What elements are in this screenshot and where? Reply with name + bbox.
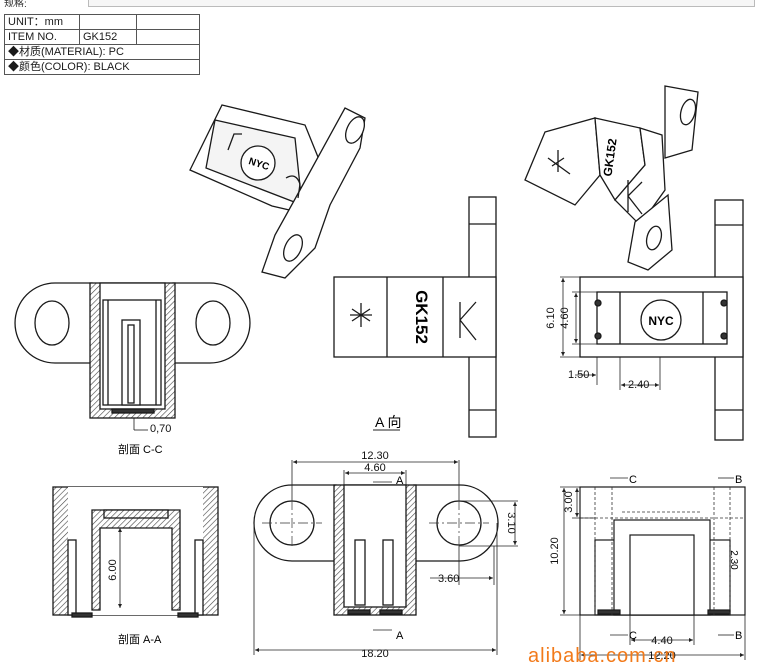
iso-left-hole-bottom	[282, 234, 304, 262]
va-k-letter	[459, 301, 477, 341]
marker-c-bottom: C	[629, 630, 637, 642]
marker-b-top: B	[735, 474, 742, 486]
aa-inner-wall	[91, 509, 181, 611]
iso-view-left	[189, 104, 366, 279]
label-view-a: A 向	[375, 414, 401, 430]
dim-310: 3.10	[505, 512, 517, 533]
aa-open-top	[68, 487, 203, 615]
iso-left-logo-circle	[240, 145, 276, 181]
watermark: alibaba.com.cn	[528, 645, 677, 667]
marker-a-bottom: A	[396, 630, 404, 642]
pv-logo-circle	[640, 299, 682, 341]
iso-left-lead	[227, 133, 242, 151]
color-cell: ◆颜色(COLOR): BLACK	[4, 59, 200, 75]
marker-b-bottom: B	[735, 630, 742, 642]
dim-300: 3.00	[563, 491, 575, 512]
va-diode-symbol	[350, 303, 372, 327]
iso-right-hole-bottom	[645, 225, 663, 251]
aa-top-bar	[103, 509, 169, 519]
iso-left-flange	[261, 107, 366, 279]
top-bar	[88, 0, 755, 7]
dim-600: 6.00	[107, 559, 119, 580]
iso-left-hole-top	[344, 116, 366, 144]
dim-150: 1.50	[568, 369, 589, 381]
side-view	[579, 486, 746, 616]
fv-centerlines	[262, 500, 489, 546]
fv-pin-left	[354, 539, 366, 606]
fv-cavity	[343, 484, 407, 608]
spec-table: UNIT：mm ITEM NO. GK152 ◆材质(MATERIAL): PC…	[4, 14, 200, 75]
cc-left-hole	[34, 300, 70, 346]
va-model-text: GK152	[412, 290, 431, 344]
aa-left-rib	[67, 539, 77, 616]
pv-pin-2	[594, 332, 602, 340]
pv-pin-1	[594, 299, 602, 307]
dim-240: 2.40	[628, 379, 649, 391]
material-cell: ◆材质(MATERIAL): PC	[4, 44, 200, 60]
section-cc-view	[14, 282, 251, 431]
dim-1820: 18.20	[361, 648, 389, 660]
sv-dimensions	[560, 477, 746, 660]
sv-pad-left	[597, 609, 621, 615]
dim-610: 6.10	[545, 307, 557, 328]
dim-230: 2.30	[728, 550, 739, 570]
header-cut-label: 规格:	[4, 0, 27, 7]
spec-row-item: ITEM NO. GK152	[4, 29, 200, 45]
view-a	[333, 196, 497, 438]
sv-pad-right	[707, 609, 731, 615]
spec-row-color: ◆颜色(COLOR): BLACK	[4, 59, 200, 75]
dim-1230: 12.30	[361, 450, 389, 462]
front-view	[253, 484, 499, 616]
dim-440: 4.40	[651, 635, 672, 647]
iso-left-tab	[285, 175, 301, 199]
cc-right-hole	[195, 300, 231, 346]
aa-right-rib	[194, 539, 204, 616]
pv-pin-4	[720, 332, 728, 340]
dim-460-vertical: 4.60	[559, 307, 571, 328]
iso-right-model: GK152	[600, 137, 619, 177]
iso-view-right	[524, 85, 699, 271]
pv-brand-text: NYC	[648, 314, 674, 328]
aa-pad-left	[71, 612, 93, 618]
iso-right-block-left	[524, 117, 601, 206]
dim-360: 3.60	[438, 573, 459, 585]
pv-dimensions	[560, 276, 661, 390]
fv-pad-right	[379, 609, 403, 615]
dim-1220: 12.20	[648, 650, 676, 661]
fv-pin-right	[382, 539, 394, 606]
plan-view	[579, 199, 744, 441]
spec-row-material: ◆材质(MATERIAL): PC	[4, 44, 200, 60]
marker-c-top: C	[629, 474, 637, 486]
marker-a-top: A	[396, 475, 404, 487]
dim-1020: 10.20	[549, 537, 561, 565]
cc-inner-pin-core	[127, 324, 135, 404]
aa-pad-right	[177, 612, 199, 618]
dim-070: 0,70	[150, 423, 171, 435]
fv-dimensions	[253, 460, 518, 655]
iso-right-hole-top	[679, 98, 697, 126]
iso-right-k-letter	[627, 180, 643, 215]
fv-pad-left	[347, 609, 371, 615]
cc-bottom-pad	[111, 408, 155, 414]
sv-center-inner	[629, 534, 695, 616]
label-section-aa: 剖面 A-A	[118, 632, 162, 646]
dim-460: 4.60	[364, 462, 385, 474]
pv-pin-3	[720, 299, 728, 307]
iso-right-diode-symbol	[547, 150, 571, 175]
section-aa-view	[52, 486, 219, 618]
label-section-cc: 剖面 C-C	[118, 442, 163, 456]
sv-hidden-lines	[580, 487, 745, 615]
